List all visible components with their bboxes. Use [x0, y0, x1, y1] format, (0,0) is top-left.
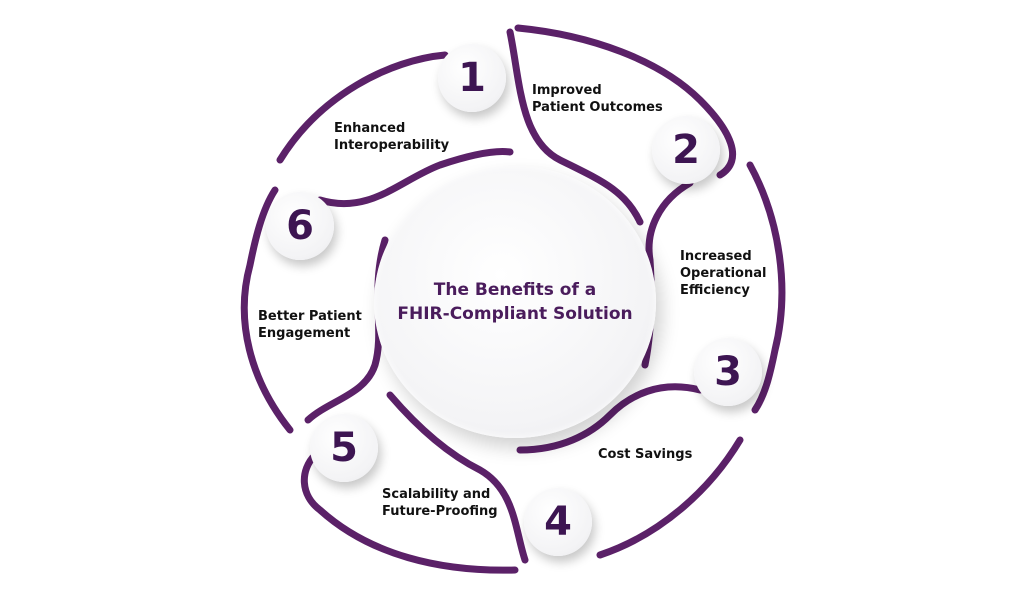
ring-segment-2 [514, 24, 737, 179]
badge-4-number: 4 [544, 499, 572, 545]
label-benefit-5-line2: Future-Proofing [382, 504, 498, 519]
badge-5-number: 5 [330, 425, 358, 471]
label-benefit-1-line2: Interoperability [334, 138, 450, 153]
badge-3-number: 3 [714, 349, 742, 395]
badge-6: 6 [266, 192, 334, 260]
ring-segment-3b [516, 383, 704, 454]
badge-1-number: 1 [458, 55, 486, 101]
label-benefit-3-line2: Operational [680, 266, 767, 281]
badge-4: 4 [524, 488, 592, 556]
label-benefit-1-line1: Enhanced [334, 121, 406, 136]
badge-2: 2 [652, 116, 720, 184]
ring-segment-4b [386, 391, 529, 564]
center-title-line2: FHIR-Compliant Solution [397, 304, 633, 324]
ring-segment-3 [746, 161, 786, 414]
badge-1: 1 [438, 44, 506, 112]
center-title-line1: The Benefits of a [433, 280, 597, 300]
label-benefit-3-line3: Efficiency [680, 283, 750, 298]
badge-2-number: 2 [672, 127, 700, 173]
ring-segment-5 [300, 451, 519, 574]
center-title: The Benefits of a FHIR-Compliant Solutio… [395, 278, 635, 326]
badge-5: 5 [310, 414, 378, 482]
ring-segment-6 [240, 186, 294, 434]
label-benefit-1: Enhanced Interoperability [334, 120, 449, 154]
label-benefit-5: Scalability and Future-Proofing [382, 486, 498, 520]
ring-segment-1b [506, 28, 644, 226]
label-benefit-3: Increased Operational Efficiency [680, 248, 766, 299]
label-benefit-6: Better Patient Engagement [258, 308, 362, 342]
badge-3: 3 [694, 338, 762, 406]
ring-segment-1 [276, 51, 449, 164]
label-benefit-6-line2: Engagement [258, 326, 351, 341]
ring-segment-4 [596, 436, 744, 559]
label-benefit-4-line1: Cost Savings [598, 447, 693, 462]
ring-segment-6b [316, 148, 514, 208]
center-circle: The Benefits of a FHIR-Compliant Solutio… [374, 166, 656, 438]
badge-6-number: 6 [286, 203, 314, 249]
label-benefit-2-line2: Patient Outcomes [532, 100, 663, 115]
label-benefit-2-line1: Improved [532, 83, 602, 98]
label-benefit-5-line1: Scalability and [382, 487, 491, 502]
label-benefit-3-line1: Increased [680, 249, 752, 264]
label-benefit-6-line1: Better Patient [258, 309, 362, 324]
label-benefit-4: Cost Savings [598, 446, 692, 463]
label-benefit-2: Improved Patient Outcomes [532, 82, 663, 116]
